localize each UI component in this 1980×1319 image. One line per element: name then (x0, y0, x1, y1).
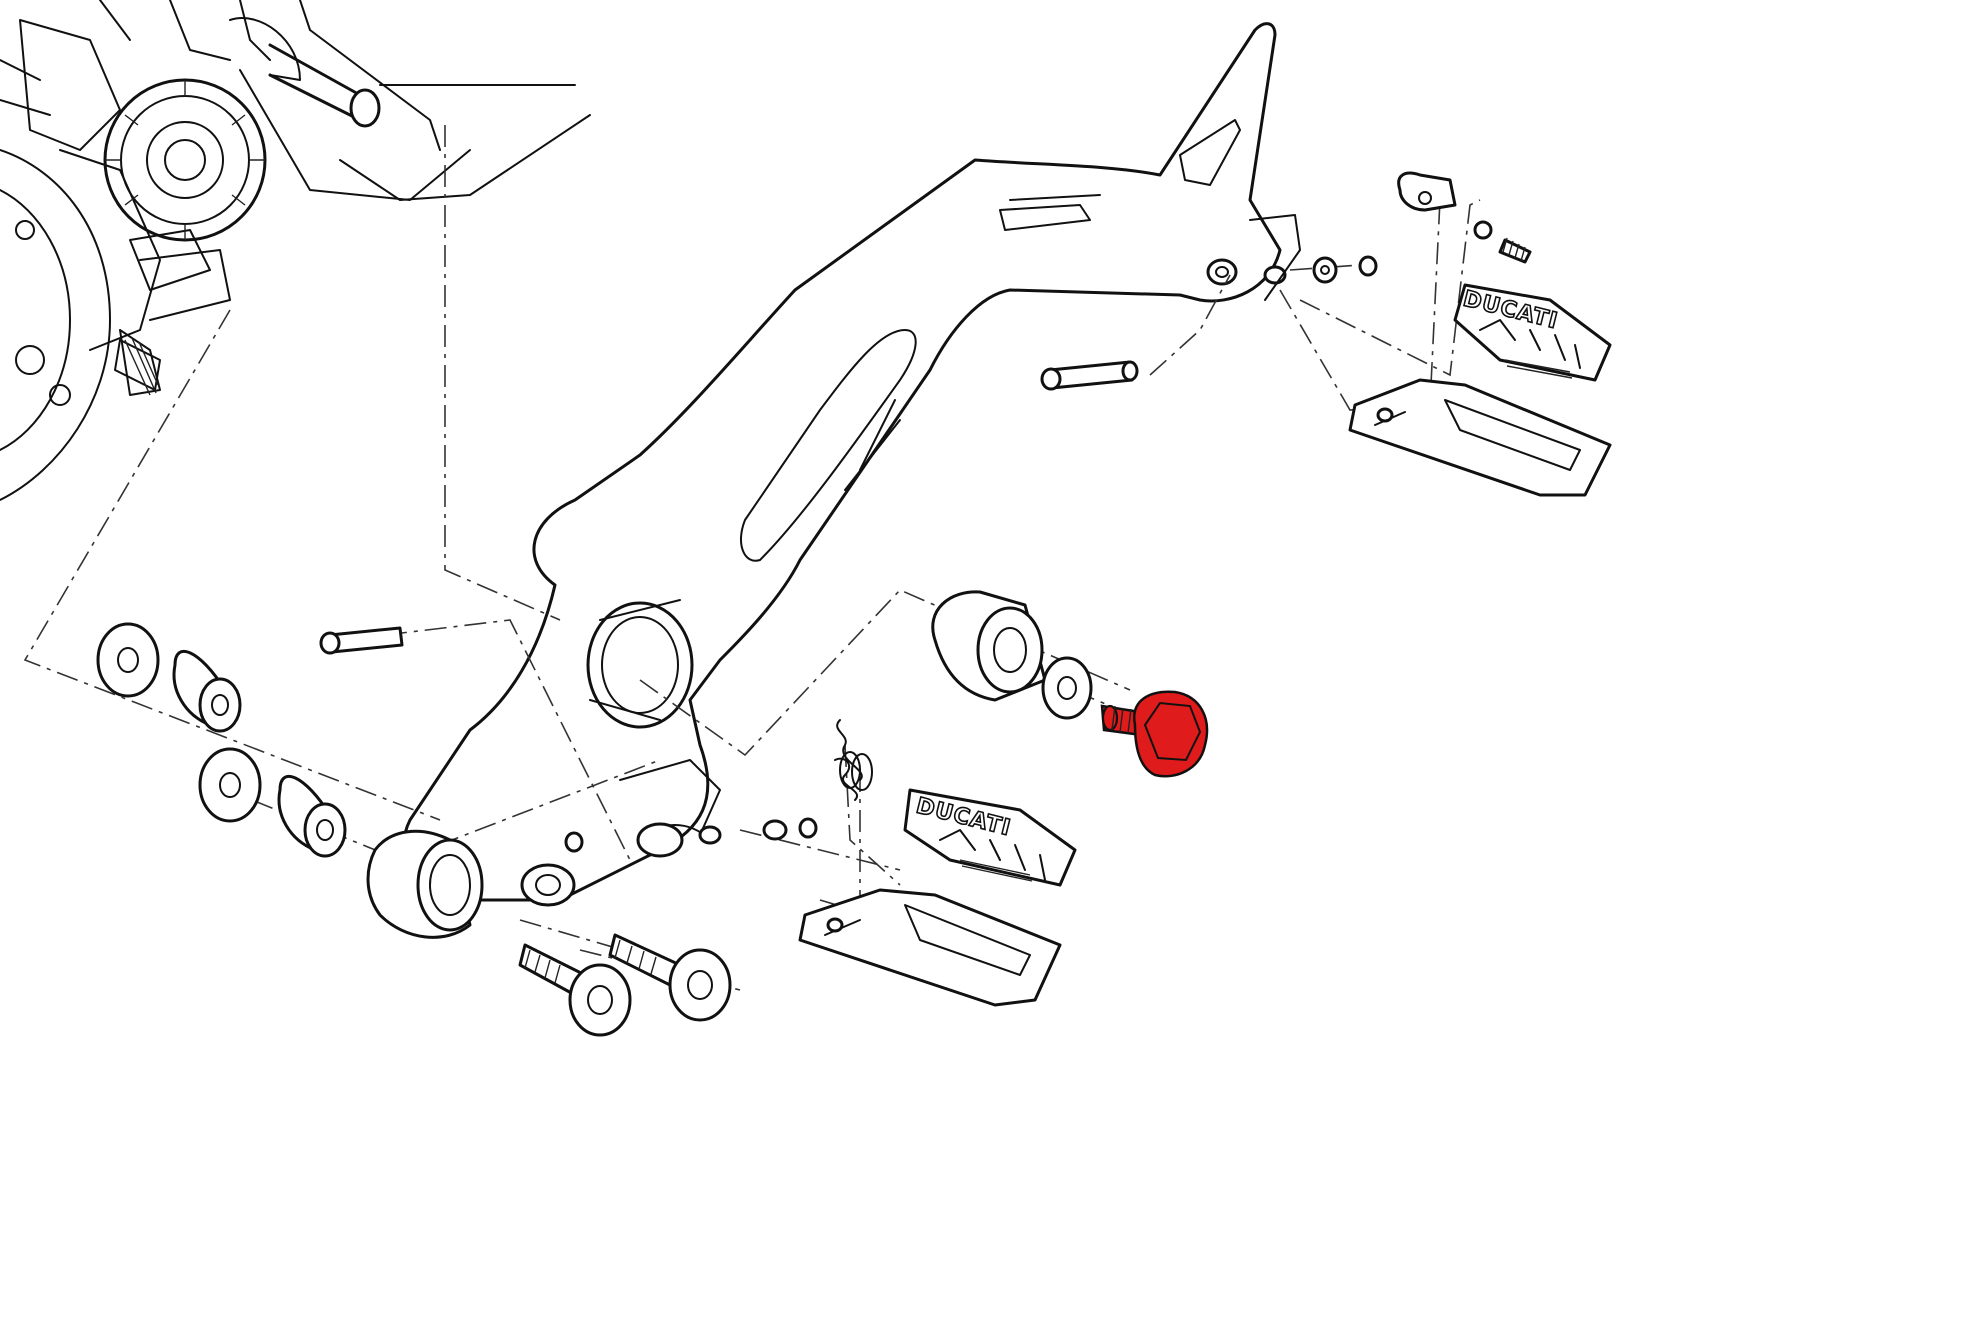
washer-upper (1312, 255, 1378, 284)
hex-flange-bolt-highlighted (1100, 690, 1209, 778)
footpeg-pad-lower: DUCATI (903, 788, 1077, 887)
footpeg-lower (798, 888, 1062, 1007)
output-shaft (229, 17, 471, 201)
washer-outer (96, 622, 160, 698)
cap-screw-right (608, 933, 732, 1022)
sprocket (103, 78, 267, 242)
pivot-pin-upper (319, 626, 404, 655)
bushing-inner (277, 774, 347, 858)
footpeg-spring (834, 719, 873, 801)
washer-inner (198, 747, 262, 823)
engine-case-fragment (0, 0, 311, 501)
splined-shaft (119, 329, 161, 396)
pin-washer-lower (564, 817, 818, 853)
bushing-outer (172, 649, 242, 733)
bushing-large (366, 829, 484, 939)
flat-washer-center (1041, 656, 1093, 720)
roller-bushing (931, 590, 1047, 702)
cap-screw-left (518, 943, 632, 1037)
footpeg-pad-upper: DUCATI (1453, 283, 1612, 382)
detent-plunger (1397, 171, 1532, 264)
frame-plate-outline (339, 84, 591, 201)
pivot-pin-mid (1040, 360, 1139, 391)
footpeg-upper (1348, 378, 1612, 497)
